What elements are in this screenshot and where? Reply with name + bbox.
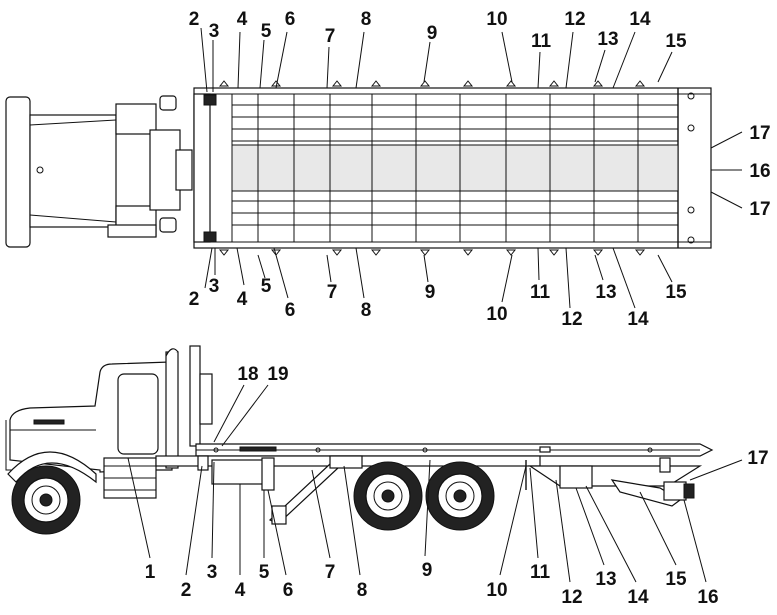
callout-top-9: 9 (427, 23, 438, 44)
callout-side-14: 14 (627, 587, 649, 608)
callout-top-lower-10: 10 (486, 304, 507, 325)
callout-side-9: 9 (422, 560, 433, 581)
labels-side-upper: 18 19 17 (237, 364, 768, 469)
callout-top-7: 7 (325, 26, 336, 47)
rear-wheel-1 (353, 461, 423, 531)
callout-top-3: 3 (209, 21, 220, 42)
callout-side-10: 10 (486, 580, 507, 601)
callout-top-5: 5 (261, 21, 272, 42)
callout-top-lower-13: 13 (595, 282, 616, 303)
callout-top-lower-6: 6 (285, 300, 296, 321)
rear-wheel-2 (425, 461, 495, 531)
labels-side-lower: 1 2 3 4 5 6 7 8 9 10 11 12 13 14 15 16 (145, 560, 719, 608)
callout-side-16: 16 (697, 587, 718, 608)
callout-top-11: 11 (531, 31, 552, 52)
labels-top-upper: 2 3 4 5 6 7 8 9 10 11 12 13 14 15 (189, 9, 687, 52)
callout-top-right-16: 16 (749, 161, 770, 182)
callout-top-lower-8: 8 (361, 300, 372, 321)
top-lower-leaders (204, 247, 673, 309)
top-right-leaders (710, 131, 743, 209)
callout-top-lower-15: 15 (665, 282, 687, 303)
callout-top-lower-14: 14 (627, 309, 649, 330)
callout-side-12: 12 (561, 587, 582, 608)
top-view-cab (5, 95, 193, 248)
callout-side-8: 8 (357, 580, 368, 601)
side-view (5, 345, 743, 583)
top-upper-leaders (200, 27, 673, 93)
side-lower-leaders (127, 457, 707, 583)
callout-side-5: 5 (259, 562, 270, 583)
callout-side-7: 7 (325, 562, 336, 583)
top-view (5, 27, 743, 309)
callout-side-3: 3 (207, 562, 218, 583)
callout-top-4: 4 (237, 9, 248, 30)
callout-top-6: 6 (285, 9, 296, 30)
callout-top-14: 14 (629, 9, 651, 30)
callout-side-1: 1 (145, 562, 156, 583)
callout-top-lower-7: 7 (327, 282, 338, 303)
callout-top-lower-5: 5 (261, 276, 272, 297)
callout-top-lower-2: 2 (189, 289, 200, 310)
callout-side-15: 15 (665, 569, 687, 590)
side-view-wheels (11, 461, 495, 535)
labels-top-right: 17 16 17 (749, 123, 770, 220)
callout-top-right-17a: 17 (749, 123, 770, 144)
callout-top-lower-9: 9 (425, 282, 436, 303)
labels-top-lower: 2 3 4 5 6 7 8 9 10 11 12 13 14 15 (189, 276, 687, 330)
callout-top-12: 12 (564, 9, 585, 30)
callout-top-right-17b: 17 (749, 199, 770, 220)
callout-side-13: 13 (595, 569, 616, 590)
callout-side-17: 17 (747, 448, 768, 469)
callout-side-4: 4 (235, 580, 246, 601)
callout-top-10: 10 (486, 9, 507, 30)
callout-top-lower-12: 12 (561, 309, 582, 330)
top-view-bed (193, 80, 712, 256)
callout-side-11: 11 (530, 562, 551, 583)
callout-top-15: 15 (665, 31, 687, 52)
callout-side-18: 18 (237, 364, 258, 385)
side-view-bed (155, 443, 714, 525)
callout-side-2: 2 (181, 580, 192, 601)
callout-top-lower-3: 3 (209, 276, 220, 297)
side-upper-leaders (213, 384, 743, 481)
front-wheel (11, 465, 81, 535)
callout-side-19: 19 (267, 364, 288, 385)
side-view-cab (5, 345, 213, 499)
callout-top-13: 13 (597, 29, 618, 50)
callout-top-lower-4: 4 (237, 289, 248, 310)
callout-top-2: 2 (189, 9, 200, 30)
callout-top-8: 8 (361, 9, 372, 30)
callout-side-6: 6 (283, 580, 294, 601)
callout-top-lower-11: 11 (530, 282, 551, 303)
